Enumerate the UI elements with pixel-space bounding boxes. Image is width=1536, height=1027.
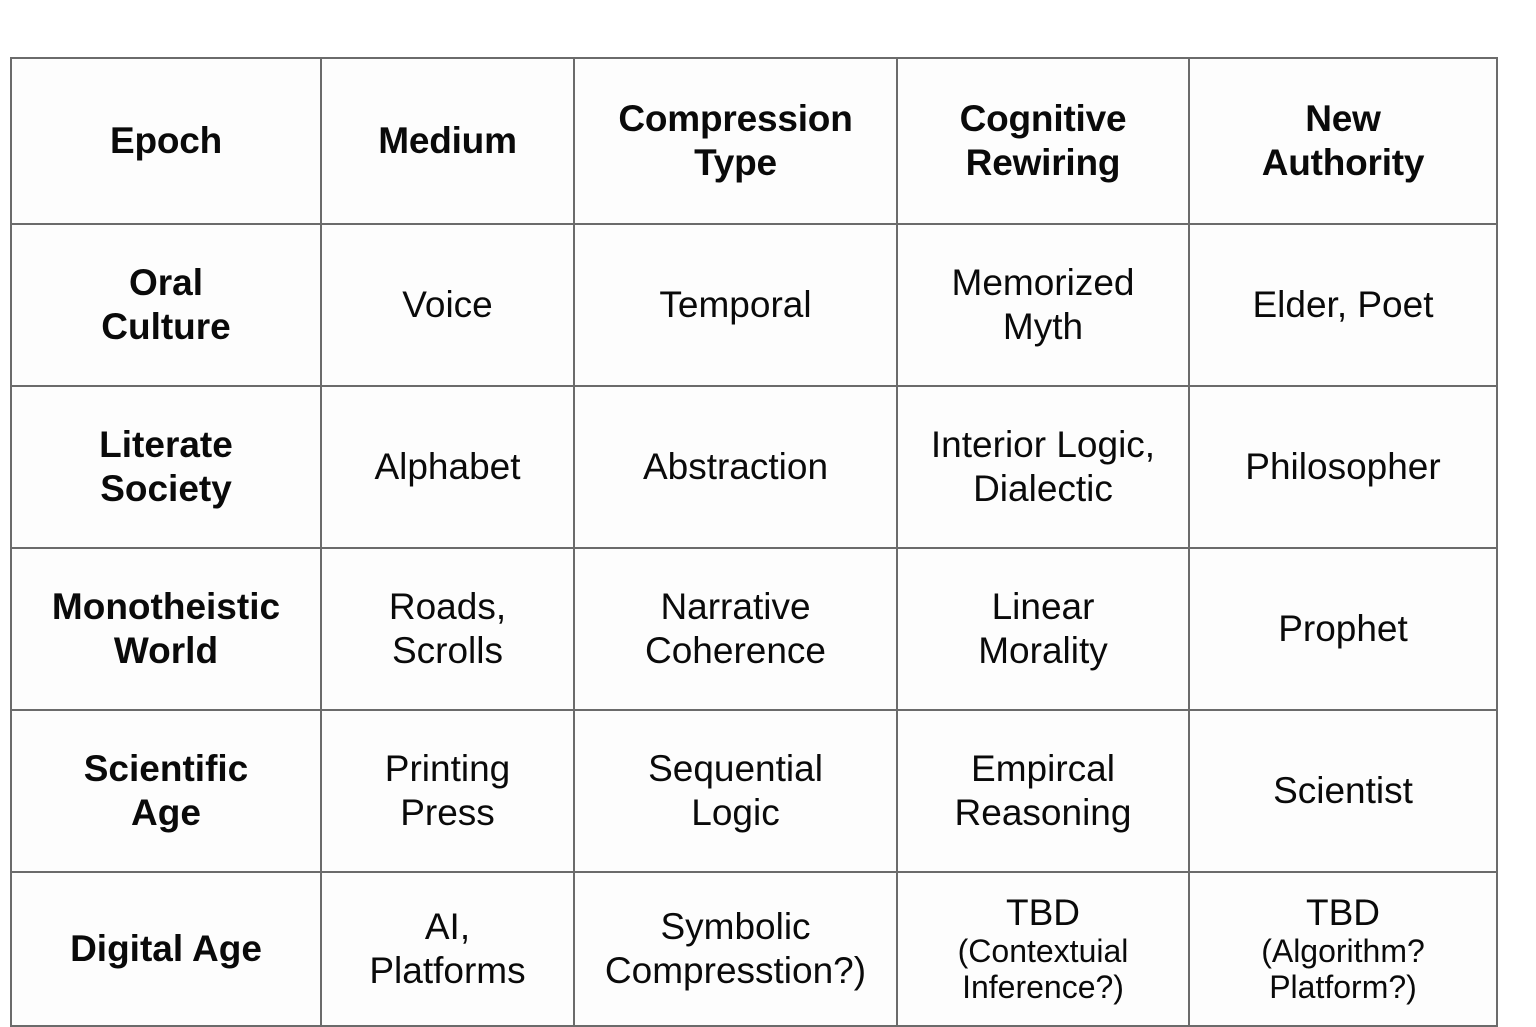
header-line: Type	[694, 142, 777, 183]
cell-line: Oral	[128, 262, 204, 304]
cell-line: Monotheistic	[51, 586, 281, 628]
epoch-table-container: Epoch Medium Compression Type Cognitive …	[10, 57, 1498, 1027]
header-line: Authority	[1261, 142, 1425, 183]
cell-cognitive-rewiring: Linear Morality	[896, 547, 1190, 711]
cell-line: Printing	[384, 748, 511, 790]
cell-line-secondary: Platform?)	[1269, 968, 1417, 1005]
cell-cognitive-rewiring: TBD (Contextuial Inference?)	[896, 871, 1190, 1027]
cell-new-authority: TBD (Algorithm? Platform?)	[1188, 871, 1498, 1027]
table-row: Literate Society Alphabet Abstraction In…	[10, 385, 1498, 549]
cell-line: Culture	[101, 306, 231, 347]
cell-line: World	[113, 630, 219, 671]
cell-epoch: Literate Society	[10, 385, 322, 549]
cell-compression-type: Symbolic Compresstion?)	[573, 871, 898, 1027]
cell-line: Dialectic	[973, 468, 1113, 509]
cell-line: Platforms	[369, 950, 526, 991]
column-header-epoch: Epoch	[10, 57, 322, 225]
header-line: Compression	[618, 98, 853, 140]
cell-epoch: Monotheistic World	[10, 547, 322, 711]
cell-line-secondary: (Algorithm?	[1261, 932, 1425, 969]
table-header-row: Epoch Medium Compression Type Cognitive …	[10, 57, 1498, 225]
cell-compression-type: Sequential Logic	[573, 709, 898, 873]
cell-epoch: Scientific Age	[10, 709, 322, 873]
cell-cognitive-rewiring: Memorized Myth	[896, 223, 1190, 387]
cell-line: Interior Logic,	[930, 424, 1156, 466]
cell-medium: Roads, Scrolls	[320, 547, 575, 711]
cell-medium: Alphabet	[320, 385, 575, 549]
cell-line: Society	[100, 468, 232, 509]
table-row: Digital Age AI, Platforms Symbolic Compr…	[10, 871, 1498, 1027]
cell-line: Roads,	[388, 586, 507, 628]
cell-line: Empircal	[971, 748, 1115, 790]
cell-line: Myth	[1002, 306, 1084, 347]
cell-new-authority: Philosopher	[1188, 385, 1498, 549]
cell-line: Elder, Poet	[1252, 284, 1434, 326]
cell-line: Digital Age	[70, 928, 262, 970]
column-header-new-authority: New Authority	[1188, 57, 1498, 225]
cell-line: Scrolls	[391, 630, 504, 671]
header-line: Rewiring	[965, 142, 1121, 183]
table-row: Scientific Age Printing Press Sequential…	[10, 709, 1498, 873]
cell-medium: Voice	[320, 223, 575, 387]
cell-epoch: Oral Culture	[10, 223, 322, 387]
column-header-medium: Medium	[320, 57, 575, 225]
cell-line: Scientist	[1273, 770, 1413, 812]
cell-line: Literate	[99, 424, 233, 466]
cell-line: Press	[400, 792, 495, 833]
cell-line: Memorized	[951, 262, 1135, 304]
table-row: Oral Culture Voice Temporal Memorized My…	[10, 223, 1498, 387]
cell-line: Linear	[991, 586, 1095, 628]
cell-line: Philosopher	[1245, 446, 1441, 488]
cell-line: Scientific	[83, 748, 249, 790]
cell-line: Coherence	[644, 630, 826, 671]
cell-line: Sequential	[648, 748, 823, 790]
cell-line: Abstraction	[642, 446, 829, 488]
cell-line-secondary: (Contextuial	[957, 932, 1129, 969]
cell-cognitive-rewiring: Interior Logic, Dialectic	[896, 385, 1190, 549]
cell-new-authority: Elder, Poet	[1188, 223, 1498, 387]
cell-compression-type: Abstraction	[573, 385, 898, 549]
header-line: Cognitive	[959, 98, 1127, 140]
table-row: Monotheistic World Roads, Scrolls Narrat…	[10, 547, 1498, 711]
cell-compression-type: Temporal	[573, 223, 898, 387]
cell-line: Logic	[691, 792, 780, 833]
cell-line: Reasoning	[954, 792, 1132, 833]
cell-line: Morality	[978, 630, 1108, 671]
cell-cognitive-rewiring: Empircal Reasoning	[896, 709, 1190, 873]
cell-line: Voice	[402, 284, 493, 326]
column-header-cognitive-rewiring: Cognitive Rewiring	[896, 57, 1190, 225]
cell-new-authority: Prophet	[1188, 547, 1498, 711]
cell-line: Compresstion?)	[604, 950, 867, 991]
cell-medium: Printing Press	[320, 709, 575, 873]
cell-line-secondary: Inference?)	[962, 968, 1124, 1005]
cell-epoch: Digital Age	[10, 871, 322, 1027]
cell-line: Alphabet	[374, 446, 521, 488]
cell-line: Prophet	[1278, 608, 1408, 650]
cell-line-primary: TBD	[1306, 892, 1380, 934]
cell-line: Narrative	[660, 586, 811, 628]
header-line: New	[1305, 98, 1381, 140]
cell-line: Age	[131, 792, 201, 833]
cell-new-authority: Scientist	[1188, 709, 1498, 873]
cell-line: Temporal	[659, 284, 812, 326]
cell-line-primary: TBD	[1006, 892, 1080, 934]
header-line: Epoch	[109, 120, 223, 162]
header-line: Medium	[378, 120, 517, 162]
column-header-compression-type: Compression Type	[573, 57, 898, 225]
cell-compression-type: Narrative Coherence	[573, 547, 898, 711]
epoch-comparison-table: Epoch Medium Compression Type Cognitive …	[10, 57, 1498, 1027]
cell-line: AI,	[424, 906, 471, 948]
cell-medium: AI, Platforms	[320, 871, 575, 1027]
cell-line: Symbolic	[660, 906, 811, 948]
